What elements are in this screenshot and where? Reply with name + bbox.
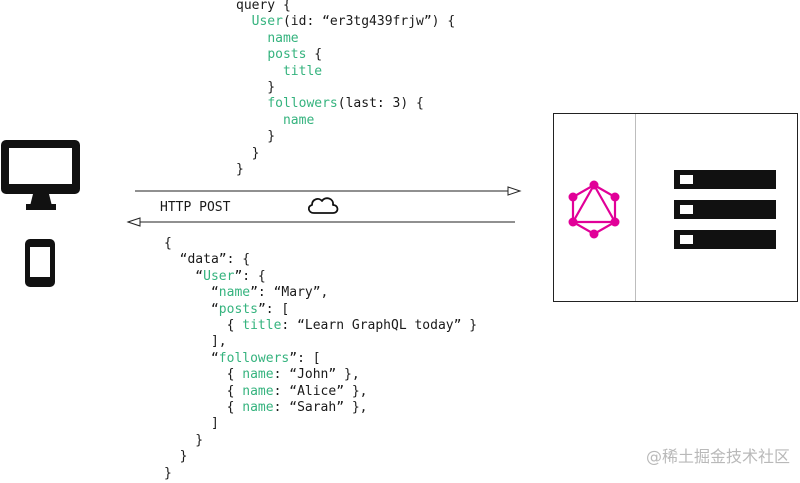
query-line: followers(last: 3) { bbox=[236, 96, 455, 112]
graphql-query-code: query { User(id: “er3tg439frjw”) { name … bbox=[236, 0, 455, 178]
response-line: ] bbox=[164, 416, 477, 432]
code-text: ”: “Mary”, bbox=[250, 285, 329, 301]
code-text: : “Alice” }, bbox=[273, 383, 368, 399]
code-text: ”: [ bbox=[289, 350, 321, 366]
query-line: name bbox=[236, 31, 455, 47]
response-line: } bbox=[164, 449, 477, 465]
server-box bbox=[553, 113, 798, 302]
query-line: } bbox=[236, 146, 455, 162]
code-keyword: followers bbox=[267, 96, 338, 112]
request-arrow bbox=[135, 186, 522, 196]
code-text: query { bbox=[236, 0, 291, 13]
response-line: “User”: { bbox=[164, 269, 477, 285]
query-line: } bbox=[236, 162, 455, 178]
json-response-code: { “data”: { “User”: { “name”: “Mary”, “p… bbox=[164, 236, 477, 482]
response-line: { bbox=[164, 236, 477, 252]
code-text: } bbox=[236, 80, 276, 96]
code-text: { bbox=[164, 236, 172, 251]
response-line: “data”: { bbox=[164, 252, 477, 268]
code-keyword: title bbox=[282, 63, 323, 79]
code-text: } bbox=[164, 465, 172, 481]
database-stack-icon bbox=[674, 170, 776, 249]
response-line: { name: “Sarah” }, bbox=[164, 400, 477, 416]
code-text: “data”: { bbox=[164, 252, 251, 268]
code-text: ] bbox=[164, 416, 219, 432]
code-keyword: title bbox=[242, 318, 282, 334]
desktop-monitor-icon bbox=[1, 140, 80, 210]
code-text: (id: “er3tg439frjw”) { bbox=[282, 14, 456, 30]
code-text bbox=[236, 31, 267, 46]
code-text: { bbox=[164, 318, 243, 334]
code-text: { bbox=[164, 367, 243, 383]
response-line: “followers”: [ bbox=[164, 351, 477, 367]
http-post-label: HTTP POST bbox=[160, 200, 231, 215]
code-text: ”: [ bbox=[257, 301, 290, 317]
code-text: : “John” }, bbox=[273, 367, 360, 383]
code-text: } bbox=[236, 129, 276, 145]
code-keyword: name bbox=[267, 30, 299, 46]
response-line: } bbox=[164, 433, 477, 449]
code-text bbox=[236, 113, 283, 128]
code-text bbox=[236, 14, 252, 29]
code-text: ”: { bbox=[234, 268, 266, 284]
response-line: { name: “John” }, bbox=[164, 367, 477, 383]
query-line: } bbox=[236, 129, 455, 145]
code-keyword: name bbox=[242, 383, 274, 399]
response-line: } bbox=[164, 466, 477, 482]
code-keyword: name bbox=[218, 285, 251, 301]
code-text bbox=[236, 96, 267, 111]
code-text: “ bbox=[164, 285, 219, 301]
code-text bbox=[236, 64, 283, 79]
cloud-icon bbox=[307, 197, 339, 214]
code-keyword: posts bbox=[267, 47, 307, 63]
query-line: } bbox=[236, 80, 455, 96]
code-keyword: User bbox=[203, 268, 235, 284]
code-keyword: name bbox=[242, 400, 274, 416]
response-arrow bbox=[126, 217, 515, 227]
response-line: { title: “Learn GraphQL today” } bbox=[164, 318, 477, 334]
code-text: : “Learn GraphQL today” } bbox=[281, 318, 478, 334]
graphql-logo-icon bbox=[568, 180, 620, 239]
code-text bbox=[236, 47, 267, 62]
mobile-phone-icon bbox=[25, 239, 55, 287]
query-line: title bbox=[236, 64, 455, 80]
code-keyword: posts bbox=[218, 301, 258, 317]
code-text: { bbox=[306, 47, 323, 63]
query-line: name bbox=[236, 113, 455, 129]
code-text: ], bbox=[164, 334, 227, 350]
code-text: “ bbox=[164, 350, 219, 366]
code-text: “ bbox=[164, 268, 204, 284]
code-text: (last: 3) { bbox=[337, 96, 424, 112]
watermark-text: @稀土掘金技术社区 bbox=[645, 447, 790, 466]
query-line: User(id: “er3tg439frjw”) { bbox=[236, 14, 456, 30]
code-keyword: User bbox=[251, 14, 283, 30]
code-text: “ bbox=[164, 301, 219, 317]
code-text: } bbox=[164, 449, 188, 465]
code-text: { bbox=[164, 400, 243, 416]
response-line: “posts”: [ bbox=[164, 302, 477, 318]
query-line: query { bbox=[236, 0, 455, 14]
code-keyword: name bbox=[282, 112, 315, 128]
code-keyword: name bbox=[242, 367, 274, 383]
code-text: } bbox=[164, 432, 204, 448]
query-line: posts { bbox=[236, 47, 455, 63]
code-text: } bbox=[236, 145, 260, 161]
code-keyword: followers bbox=[218, 350, 290, 366]
response-line: ], bbox=[164, 334, 477, 350]
code-text: { bbox=[164, 383, 243, 399]
response-line: { name: “Alice” }, bbox=[164, 384, 477, 400]
server-divider bbox=[635, 114, 636, 301]
response-line: “name”: “Mary”, bbox=[164, 285, 477, 301]
code-text: } bbox=[236, 162, 244, 178]
code-text: : “Sarah” }, bbox=[273, 400, 368, 416]
